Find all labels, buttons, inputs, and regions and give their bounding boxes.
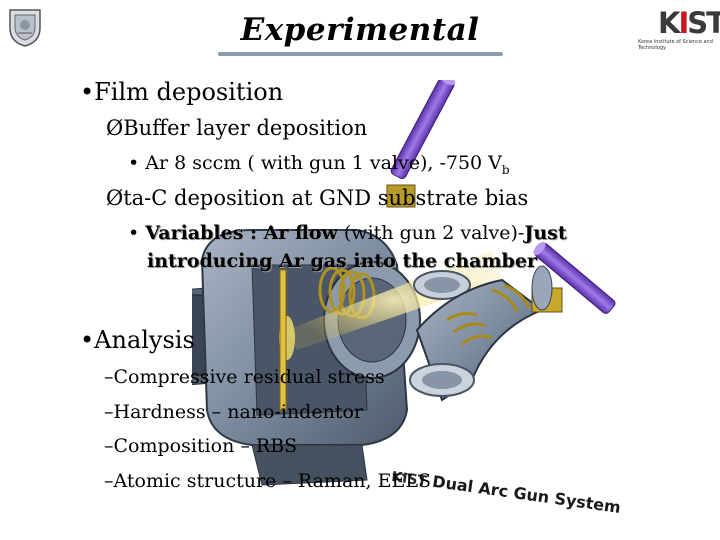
item-ar-gun1: • Ar 8 sccm ( with gun 1 valve), -750 Vb [128, 152, 510, 177]
bullet-dot: • [128, 152, 140, 174]
analysis-item: –Composition – RBS [104, 435, 298, 457]
analysis-item: –Hardness – nano-indentor [104, 401, 363, 423]
bullet-dot: • [128, 222, 140, 244]
arrow-marker: Ø [106, 116, 124, 140]
bullet-analysis: •Analysis [80, 326, 195, 354]
bullet-dot: • [80, 326, 95, 354]
subbullet-buffer-layer: ØBuffer layer deposition [106, 116, 368, 140]
kist-logo: KIST Korea Institute of Science and Tech… [638, 6, 720, 51]
subbullet-tac-deposition: Øta-C deposition at GND substrate bias [106, 186, 529, 210]
slide-title: Experimental [240, 12, 480, 48]
bullet-film-deposition: •Film deposition [80, 78, 284, 106]
kist-logo-subtitle: Korea Institute of Science and Technolog… [638, 39, 713, 51]
title-underline [218, 52, 503, 56]
university-seal-logo [6, 6, 44, 48]
analysis-item: –Compressive residual stress [104, 366, 385, 388]
analysis-item: –Atomic structure – Raman, EELS [104, 470, 431, 492]
dual-arc-gun-illustration [181, 74, 622, 525]
item-variables: • Variables : Ar flow (with gun 2 valve)… [128, 222, 567, 244]
bullet-dot: • [80, 78, 95, 106]
arrow-marker: Ø [106, 186, 124, 210]
item-introducing: introducing Ar gas into the chamber [147, 250, 537, 272]
